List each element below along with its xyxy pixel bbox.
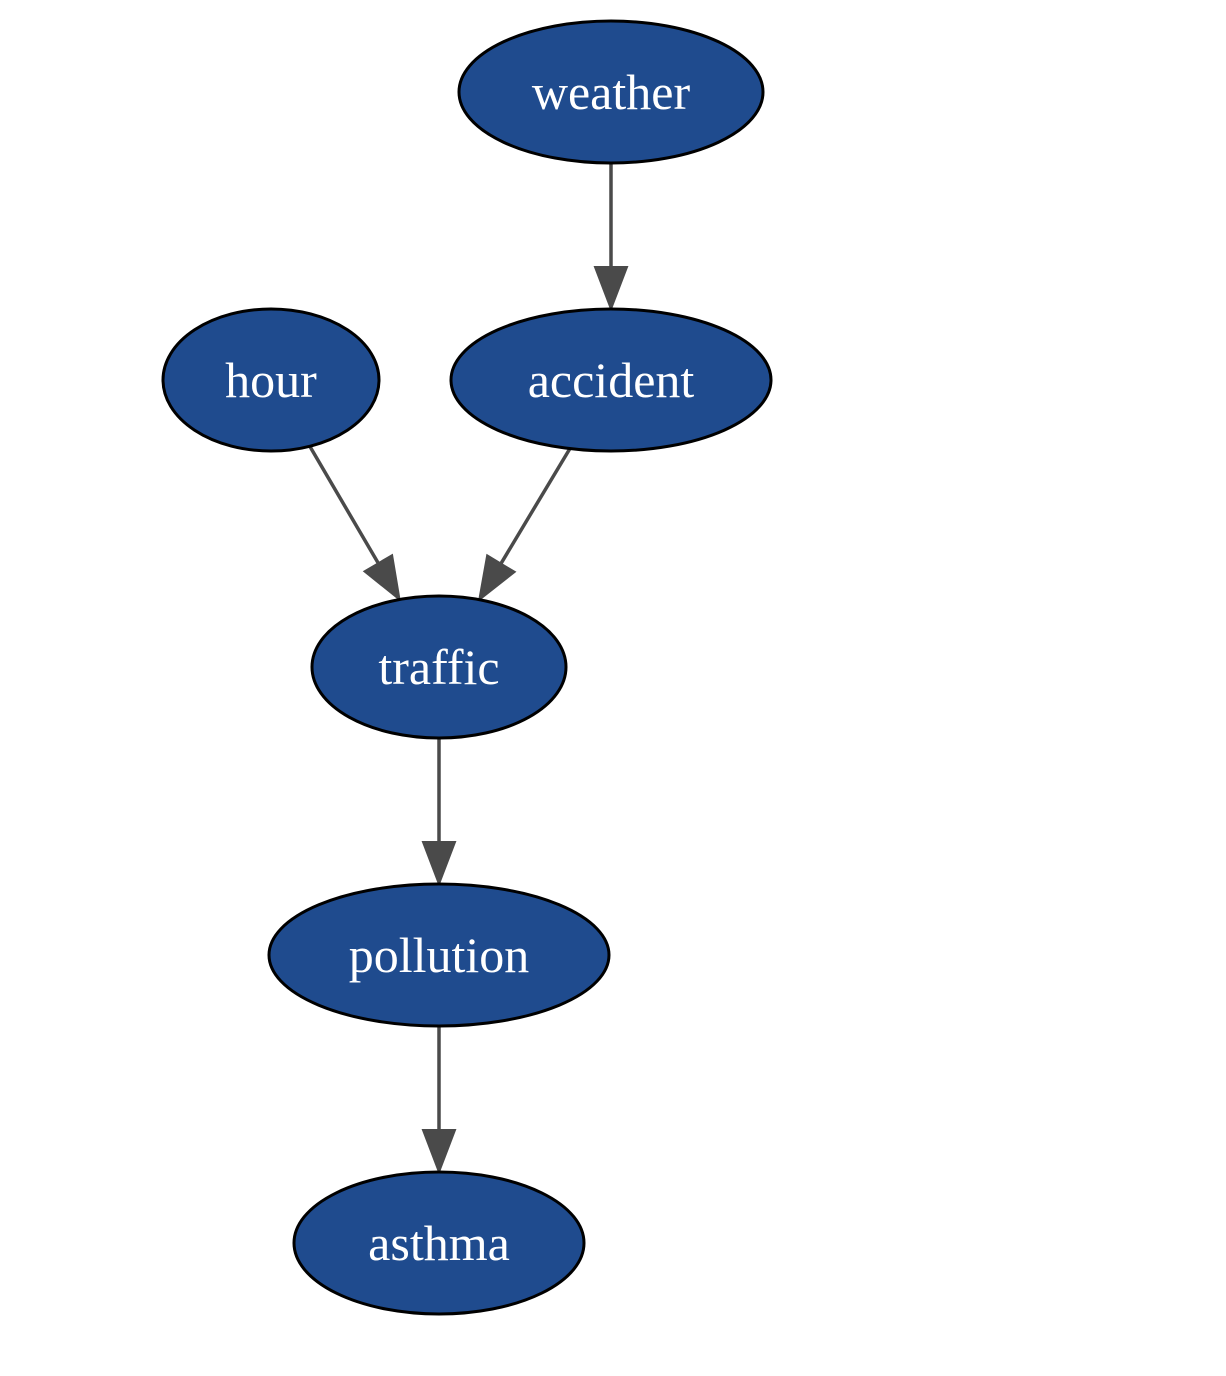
arrowhead-icon — [593, 266, 629, 312]
edge-traffic-to-pollution — [421, 738, 457, 887]
node-label: hour — [225, 352, 317, 408]
edge-line — [308, 445, 380, 565]
node-label: traffic — [378, 639, 499, 695]
node-pollution: pollution — [267, 882, 611, 1028]
node-label: asthma — [368, 1215, 510, 1271]
node-accident: accident — [449, 307, 773, 453]
node-traffic: traffic — [310, 594, 568, 740]
edge-pollution-to-asthma — [421, 1026, 457, 1175]
node-ellipse — [267, 882, 611, 1028]
arrowhead-icon — [477, 553, 517, 603]
node-hour: hour — [161, 307, 381, 453]
edge-weather-to-accident — [593, 163, 629, 312]
arrowhead-icon — [421, 1129, 457, 1175]
node-ellipse — [310, 594, 568, 740]
nodes-layer: weather hour accident traffic pollution asthm… — [161, 19, 773, 1316]
node-asthma: asthma — [292, 1170, 586, 1316]
node-label: weather — [532, 64, 691, 120]
edges-layer — [308, 163, 629, 1175]
node-ellipse — [292, 1170, 586, 1316]
arrowhead-icon — [421, 841, 457, 887]
node-label: accident — [528, 352, 695, 408]
edge-line — [499, 447, 572, 565]
node-ellipse — [457, 19, 765, 165]
arrowhead-icon — [362, 553, 401, 602]
node-ellipse — [449, 307, 773, 453]
node-label: pollution — [349, 927, 530, 983]
edge-hour-to-traffic — [308, 445, 401, 602]
node-weather: weather — [457, 19, 765, 165]
edge-accident-to-traffic — [477, 447, 572, 603]
node-ellipse — [161, 307, 381, 453]
